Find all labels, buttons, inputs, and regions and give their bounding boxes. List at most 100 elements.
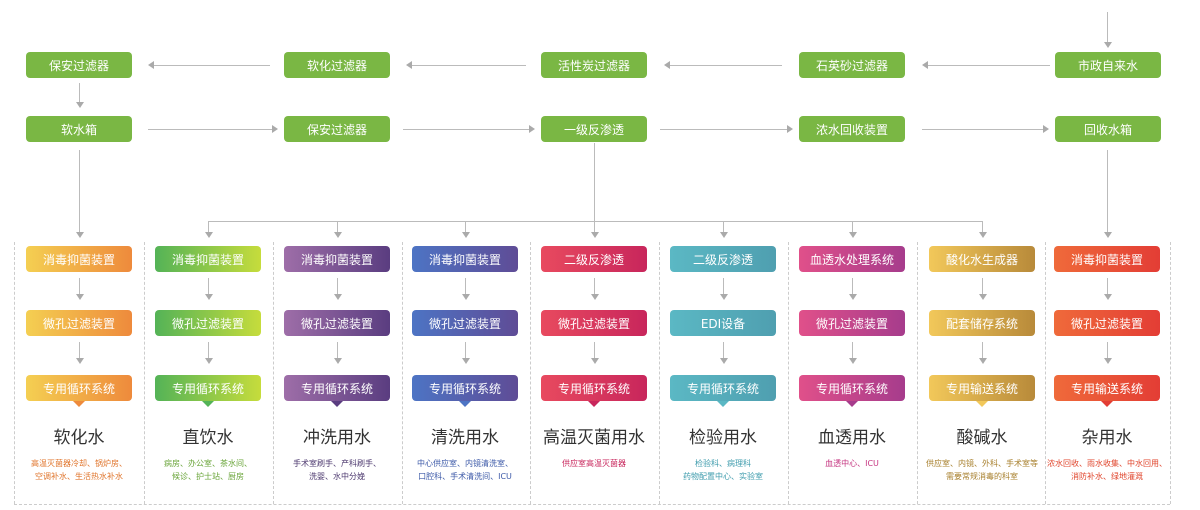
arrow-right-icon [787,125,793,133]
column-divider [1170,242,1171,504]
second-node-5: 回收水箱 [1055,116,1161,142]
arrow-down-icon [1104,42,1112,48]
connector [337,342,338,360]
arrow-down-icon [76,294,84,300]
arrow-down-icon [76,358,84,364]
column-divider [1045,242,1046,504]
column-3-description: 手术室刷手、产科刷手、洗婴、水中分娩 [273,457,401,483]
column-8-step-1: 酸化水生成器 [929,246,1035,272]
arrow-down-icon [205,358,213,364]
description-line: 候诊、护士站、厨房 [172,472,244,481]
description-line: 供应室高温灭菌器 [562,459,626,468]
arrow-down-icon [591,232,599,238]
column-4-step-2: 微孔过滤装置 [412,310,518,336]
description-line: 血透中心、ICU [825,459,879,468]
connector [465,342,466,360]
arrow-down-icon [720,294,728,300]
column-divider [659,242,660,504]
inlet-line [1107,12,1108,46]
column-6-step-1: 二级反渗透 [670,246,776,272]
second-node-2: 保安过滤器 [284,116,390,142]
column-8-step-3: 专用输送系统 [929,375,1035,407]
arrow-down-icon [1104,294,1112,300]
second-node-1: 软水箱 [26,116,132,142]
column-5-step-3: 专用循环系统 [541,375,647,407]
arrow-right-icon [272,125,278,133]
column-4-description: 中心供应室、内镜清洗室、口腔科、手术清洗间、ICU [401,457,529,483]
column-9-step-3: 专用输送系统 [1054,375,1160,407]
arrow-down-icon [462,358,470,364]
connector [79,83,80,105]
description-line: 口腔科、手术清洗间、ICU [418,472,512,481]
top-node-4: 石英砂过滤器 [799,52,905,78]
column-divider [14,242,15,504]
column-9-title: 杂用水 [1081,428,1133,448]
column-4-title: 清洗用水 [431,428,499,448]
arrow-right-icon [1043,125,1049,133]
arrow-down-icon [462,232,470,238]
connector [594,278,595,296]
connector [412,65,526,66]
arrow-down-icon [76,232,84,238]
connector [337,221,338,234]
connector [852,221,853,234]
connector [594,342,595,360]
arrow-down-icon [849,358,857,364]
connector [465,221,466,234]
arrow-down-icon [334,358,342,364]
connector [1107,342,1108,360]
column-9-step-1: 消毒抑菌装置 [1054,246,1160,272]
description-line: 浓水回收、雨水收集、中水回用、 [1047,459,1167,468]
connector [208,278,209,296]
connector [465,278,466,296]
arrow-down-icon [76,102,84,108]
column-1-step-2: 微孔过滤装置 [26,310,132,336]
arrow-down-icon [979,294,987,300]
distribution-bus [208,221,982,222]
column-1-step-3: 专用循环系统 [26,375,132,407]
connector [1107,150,1108,234]
connector [660,129,787,130]
description-line: 洗婴、水中分娩 [309,472,365,481]
description-line: 空调补水、生活热水补水 [35,472,123,481]
connector [982,278,983,296]
column-divider [788,242,789,504]
connector [148,129,272,130]
connector [79,278,80,296]
arrow-down-icon [334,294,342,300]
connector [723,342,724,360]
arrow-left-icon [664,61,670,69]
connector [1107,278,1108,296]
column-8-step-2: 配套储存系统 [929,310,1035,336]
column-9-description: 浓水回收、雨水收集、中水回用、消防补水、绿地灌溉 [1043,457,1171,483]
description-line: 手术室刷手、产科刷手、 [293,459,381,468]
connector [594,143,595,221]
arrow-down-icon [849,294,857,300]
column-7-step-1: 血透水处理系统 [799,246,905,272]
column-3-step-2: 微孔过滤装置 [284,310,390,336]
arrow-down-icon [849,232,857,238]
column-7-step-2: 微孔过滤装置 [799,310,905,336]
connector [670,65,782,66]
second-node-4: 浓水回收装置 [799,116,905,142]
arrow-down-icon [979,358,987,364]
description-line: 中心供应室、内镜清洗室、 [417,459,513,468]
connector [723,278,724,296]
column-2-title: 直饮水 [182,428,234,448]
connector [208,221,209,234]
column-3-title: 冲洗用水 [303,428,371,448]
arrow-down-icon [334,232,342,238]
arrow-down-icon [979,232,987,238]
connector [922,129,1043,130]
column-6-step-2: EDI设备 [670,310,776,336]
column-5-step-1: 二级反渗透 [541,246,647,272]
column-2-description: 病房、办公室、茶水间、候诊、护士站、厨房 [144,457,272,483]
arrow-down-icon [462,294,470,300]
arrow-down-icon [720,358,728,364]
column-divider [917,242,918,504]
arrow-down-icon [1104,232,1112,238]
top-node-5: 市政自来水 [1055,52,1161,78]
column-6-step-3: 专用循环系统 [670,375,776,407]
column-2-step-2: 微孔过滤装置 [155,310,261,336]
